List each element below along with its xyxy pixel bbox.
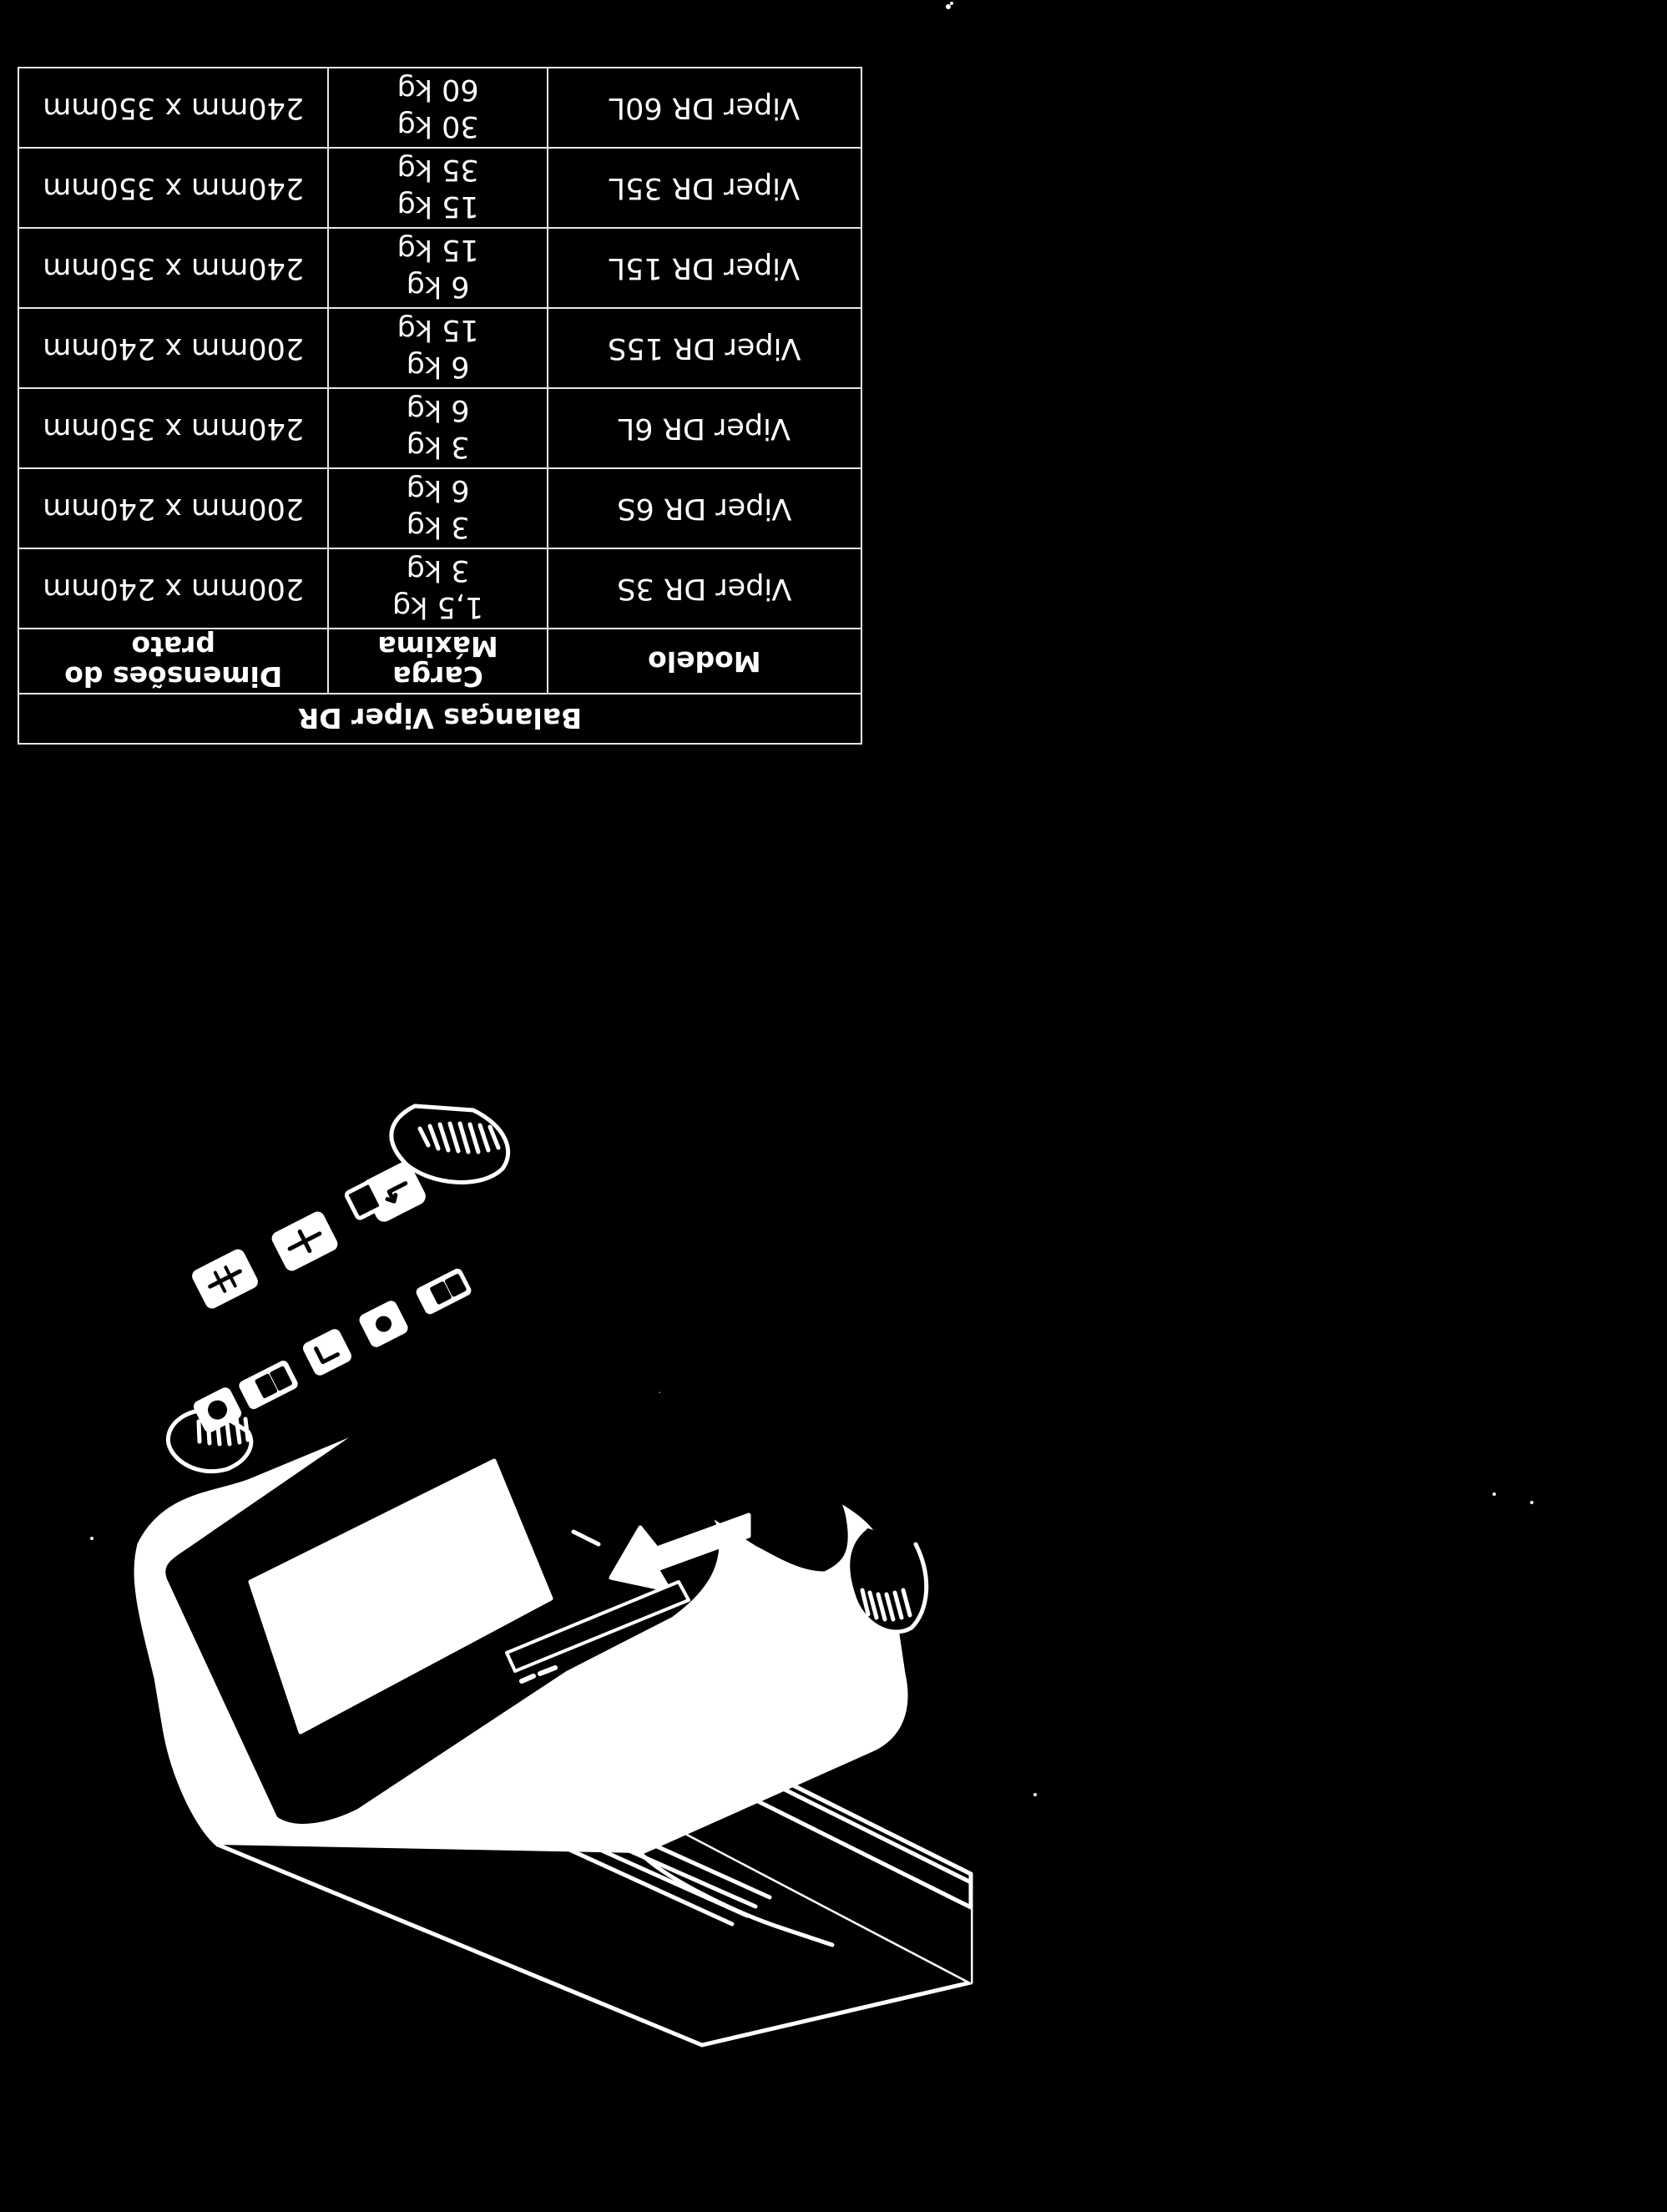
scale-body	[134, 1266, 908, 1947]
foot-left	[846, 1525, 929, 1634]
check-key	[193, 1387, 242, 1432]
indicator-row	[239, 1361, 298, 1410]
foot-back	[389, 1103, 511, 1184]
mode-key	[359, 1300, 408, 1347]
tare-key	[192, 1249, 258, 1309]
power-key	[344, 1180, 384, 1220]
keypad	[192, 1162, 472, 1432]
zero-key	[271, 1211, 338, 1271]
foot-right	[166, 1407, 254, 1474]
feet	[166, 1103, 929, 1634]
indicator-row	[416, 1268, 472, 1315]
unit-key	[302, 1329, 352, 1376]
